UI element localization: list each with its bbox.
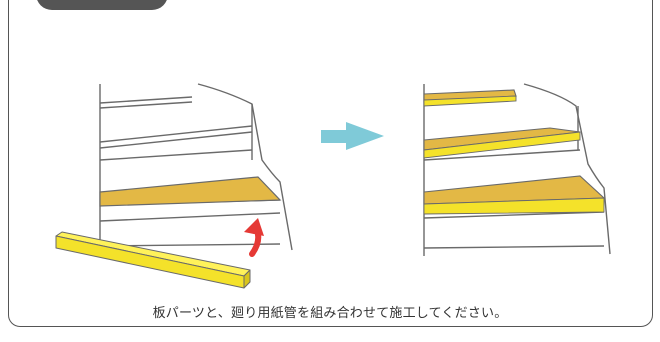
arrow-right-icon <box>321 122 384 150</box>
nosing-top <box>423 95 517 107</box>
panel-tab-header <box>36 0 168 10</box>
tread-board <box>99 176 282 207</box>
nosing-lower <box>423 197 605 215</box>
curved-arrow-up-icon <box>244 218 264 257</box>
stairs-before <box>99 83 293 251</box>
instruction-caption: 板パーツと、廻り用紙管を組み合わせて施工してください。 <box>152 306 508 321</box>
panel-frame <box>8 0 653 327</box>
nosing-part <box>55 231 251 289</box>
stairs-after <box>423 83 611 256</box>
nosing-middle <box>423 131 581 159</box>
